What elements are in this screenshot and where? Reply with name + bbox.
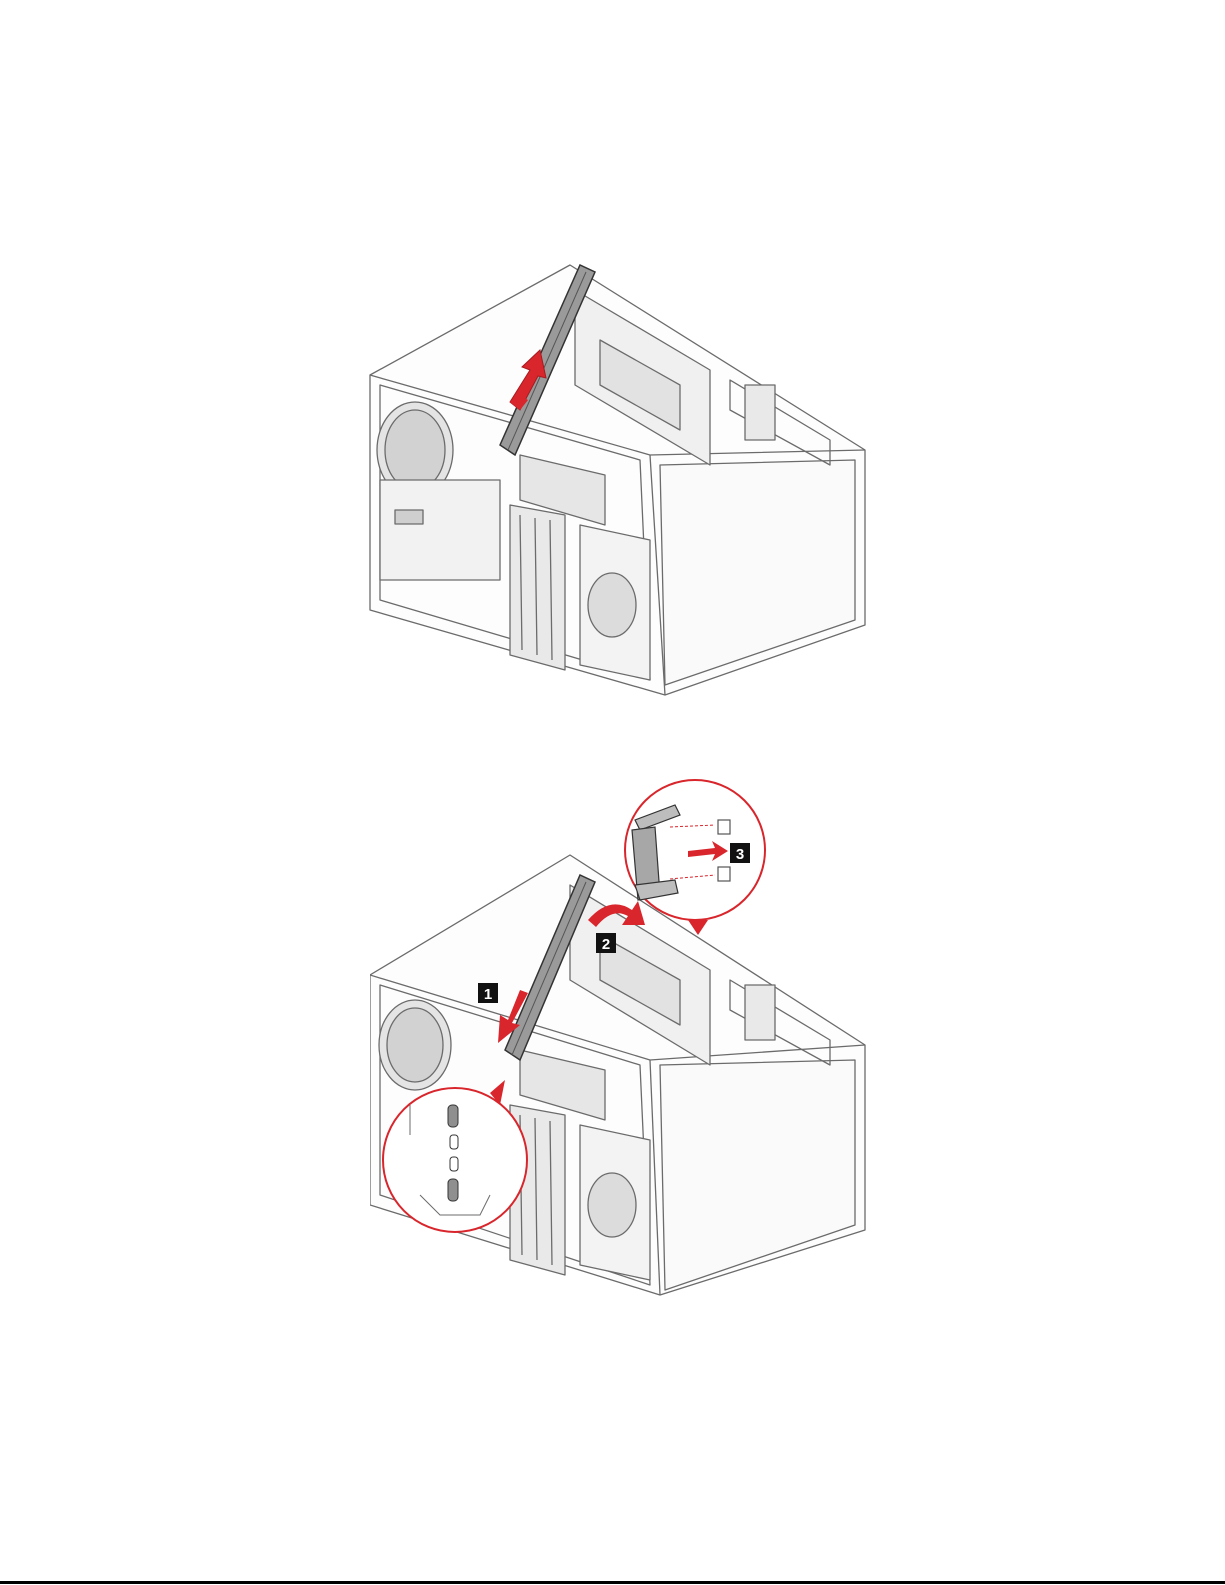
chassis-illustration-install: 1 2 3 — [370, 775, 880, 1300]
callout-1: 1 — [478, 983, 498, 1003]
figure-install-bracket: 1 2 3 — [370, 775, 880, 1300]
callout-3-label: 3 — [736, 846, 744, 863]
callout-1-label: 1 — [484, 986, 492, 1003]
figure-remove-bracket — [350, 250, 880, 700]
chassis-illustration — [350, 250, 880, 700]
callout-3: 3 — [730, 843, 750, 863]
callout-2-label: 2 — [602, 936, 610, 953]
callout-2: 2 — [596, 933, 616, 953]
page-footer-rule — [0, 1581, 1225, 1584]
